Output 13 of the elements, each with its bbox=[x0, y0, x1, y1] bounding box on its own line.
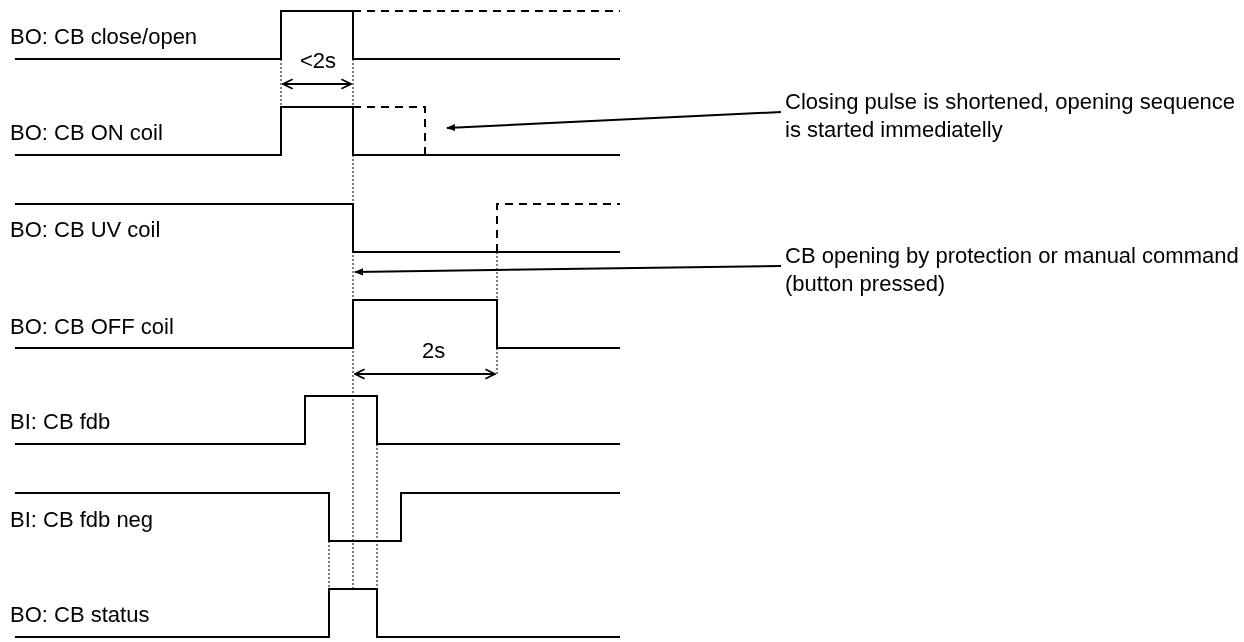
signal-name: BO: CB status bbox=[10, 602, 150, 628]
signal-name: BO: CB UV coil bbox=[10, 217, 161, 243]
signal-name: BO: CB close/open bbox=[10, 24, 198, 50]
callout-text: Closing pulse is shortened, opening sequence is started immediatelly bbox=[785, 88, 1244, 144]
signal-name: BO: CB OFF coil bbox=[10, 314, 174, 340]
dimension-label: 2s bbox=[422, 338, 446, 364]
callout-text: CB opening by protection or manual command (button pressed) bbox=[785, 242, 1244, 298]
signal-name: BI: CB fdb neg bbox=[10, 507, 154, 533]
leader-arrow bbox=[354, 265, 782, 276]
leader-arrow bbox=[446, 111, 782, 132]
signal-name: BO: CB ON coil bbox=[10, 120, 163, 146]
signal-name: BI: CB fdb bbox=[10, 409, 111, 435]
dimension-label: <2s bbox=[300, 48, 337, 74]
